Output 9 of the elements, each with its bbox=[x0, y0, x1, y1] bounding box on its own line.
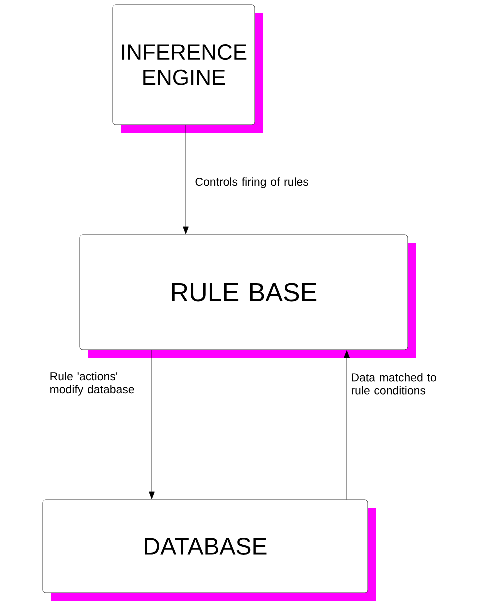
arrow bbox=[149, 350, 155, 500]
process-box: DATABASE bbox=[42, 500, 376, 601]
process-box: INFERENCE ENGINE bbox=[112, 4, 263, 133]
edge-label: Controls firing of rules bbox=[196, 178, 309, 188]
edge-label: Data matched to rule conditions bbox=[352, 373, 436, 395]
process-box: RULE BASE bbox=[80, 234, 416, 358]
arrow bbox=[344, 350, 350, 500]
edge-label: Rule 'actions' modify database bbox=[50, 372, 134, 396]
arrow bbox=[183, 125, 189, 234]
